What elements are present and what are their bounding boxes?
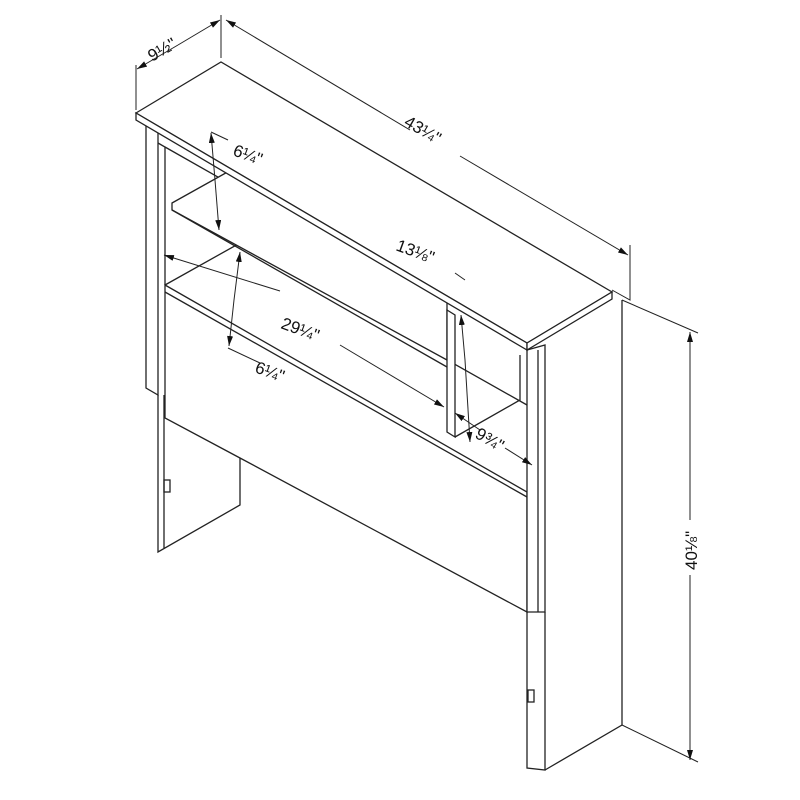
- depth-label: 9½": [145, 34, 180, 65]
- headboard-outline: [134, 61, 623, 771]
- dimension-lines: [135, 15, 699, 763]
- height-label: 40⅛": [682, 531, 701, 570]
- width-label: 43¼": [401, 112, 444, 148]
- shelf-width-label: 29¼": [279, 314, 322, 345]
